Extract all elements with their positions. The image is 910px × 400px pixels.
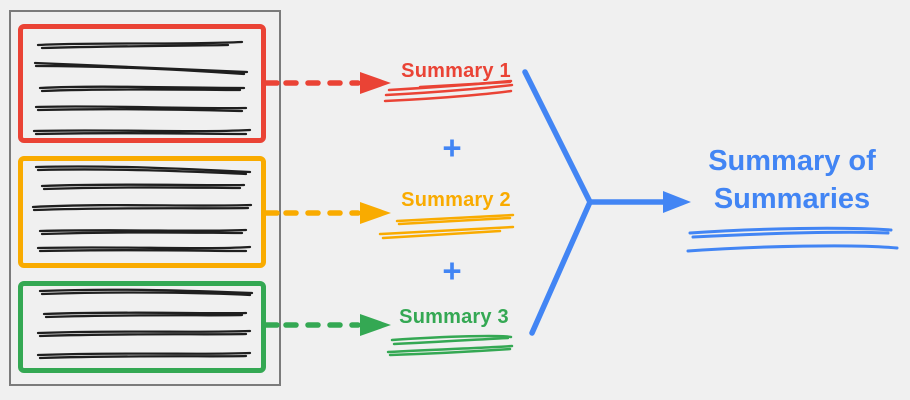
arrow-section3-to-summary3 (261, 314, 391, 336)
result-scribble (686, 226, 899, 253)
section-3-scribble-lines (36, 288, 254, 360)
plus-sign-2: + (442, 252, 462, 289)
plus-sign-1: + (442, 129, 462, 166)
section-2-scribble-lines (31, 165, 253, 253)
arrow-section1-to-summary1 (261, 72, 391, 94)
summary-of-summaries-label: Summary of Summaries (708, 145, 876, 215)
arrow-section2-to-summary2 (261, 202, 391, 224)
summary1-scribble (383, 79, 514, 103)
merge-arrow (522, 69, 691, 336)
summary-3-label: Summary 3 (399, 306, 509, 328)
summary-2-label: Summary 2 (401, 189, 511, 211)
section-1-scribble-lines (32, 40, 252, 136)
summary2-scribble (378, 213, 515, 240)
summary-1-label: Summary 1 (401, 60, 511, 82)
summary3-scribble (386, 334, 514, 357)
